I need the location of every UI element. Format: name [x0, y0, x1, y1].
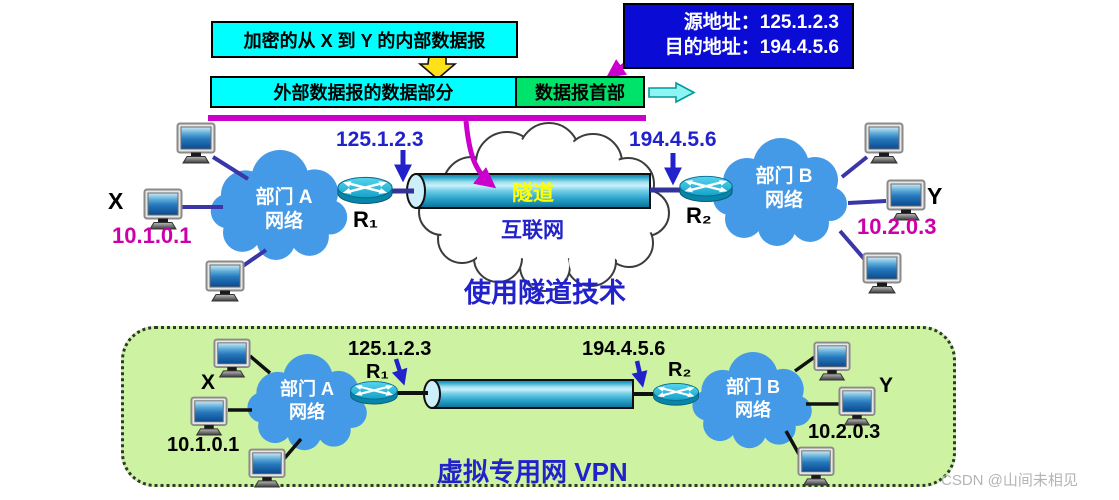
- source-address: 源地址：125.1.2.3: [683, 12, 839, 34]
- dept-a-line2-vpn: 网络: [289, 401, 325, 422]
- host-y-computer-icon-vpn: [838, 386, 876, 427]
- dept-b-line2-vpn: 网络: [735, 399, 771, 420]
- dept-b-cloud-label-vpn: 部门 B 网络: [702, 376, 804, 421]
- router-r2-label-vpn: R₂: [668, 359, 692, 381]
- tunnel-label: 隧道: [512, 182, 554, 205]
- computer-icon: [248, 448, 286, 489]
- host-y-label-vpn: Y: [879, 374, 894, 397]
- host-x-label-vpn: X: [201, 371, 216, 394]
- dept-a-line1-vpn: 部门 A: [280, 379, 334, 399]
- tunnel-bottom: [423, 379, 634, 409]
- r2-address-arrow-vpn: [631, 360, 648, 388]
- wan-links-top: [390, 187, 683, 194]
- datagram-to-tunnel-arrow: [463, 120, 497, 189]
- computer-icon: [176, 122, 216, 164]
- host-y-address-vpn: 10.2.0.3: [808, 421, 881, 443]
- magenta-underline: [208, 115, 646, 121]
- dept-b-cloud-label: 部门 B 网络: [731, 165, 837, 213]
- dept-a-cloud-label-vpn: 部门 A 网络: [256, 378, 358, 423]
- tunnel-top: [406, 173, 651, 209]
- computer-icon: [213, 338, 251, 379]
- header-right-arrow: [648, 81, 696, 104]
- router-r1-icon: [336, 176, 394, 205]
- router-r2-icon-vpn: [652, 382, 700, 407]
- router-r2-label: R₂: [686, 203, 712, 228]
- router-r1-label: R₁: [353, 207, 378, 232]
- dept-a-line2: 网络: [264, 210, 303, 232]
- dept-a-line1: 部门 A: [255, 187, 313, 208]
- encrypted-datagram-box: 加密的从 X 到 Y 的内部数据报: [211, 21, 518, 58]
- outer-datagram-data-box: 外部数据报的数据部分: [210, 76, 517, 108]
- host-y-label: Y: [927, 183, 943, 209]
- dept-b-line1: 部门 B: [755, 166, 813, 187]
- computer-icon: [205, 260, 245, 302]
- r2-address-label: 194.4.5.6: [629, 128, 717, 151]
- router-r2-icon: [678, 175, 734, 203]
- tunnel-diagram-title: 使用隧道技术: [464, 278, 626, 308]
- r1-address-label-vpn: 125.1.2.3: [348, 338, 432, 360]
- host-x-computer-icon-vpn: [190, 396, 228, 437]
- dept-b-line1-vpn: 部门 B: [726, 377, 780, 397]
- address-box: 源地址：125.1.2.3 目的地址：194.4.5.6: [623, 3, 854, 69]
- dept-a-cloud-label: 部门 A 网络: [231, 186, 337, 234]
- router-r1-label-vpn: R₁: [366, 361, 389, 383]
- vpn-diagram-title: 虚拟专用网 VPN: [437, 457, 628, 487]
- watermark: CSDN @山间未相见: [941, 472, 1078, 489]
- datagram-header-box: 数据报首部: [515, 76, 645, 108]
- computer-icon: [864, 122, 904, 164]
- r2-address-label-vpn: 194.4.5.6: [582, 338, 666, 360]
- internet-label: 互联网: [501, 219, 564, 242]
- computer-icon: [797, 446, 835, 487]
- destination-address: 目的地址：194.4.5.6: [664, 37, 839, 58]
- r1-address-label: 125.1.2.3: [336, 128, 424, 151]
- host-x-address: 10.1.0.1: [112, 223, 192, 248]
- r1-address-arrow-vpn: [391, 358, 408, 386]
- host-x-address-vpn: 10.1.0.1: [167, 434, 240, 456]
- computer-icon: [813, 341, 851, 382]
- host-y-address: 10.2.0.3: [857, 214, 937, 239]
- dept-b-line2: 网络: [764, 189, 803, 211]
- host-x-label: X: [108, 188, 124, 214]
- computer-icon: [862, 252, 902, 294]
